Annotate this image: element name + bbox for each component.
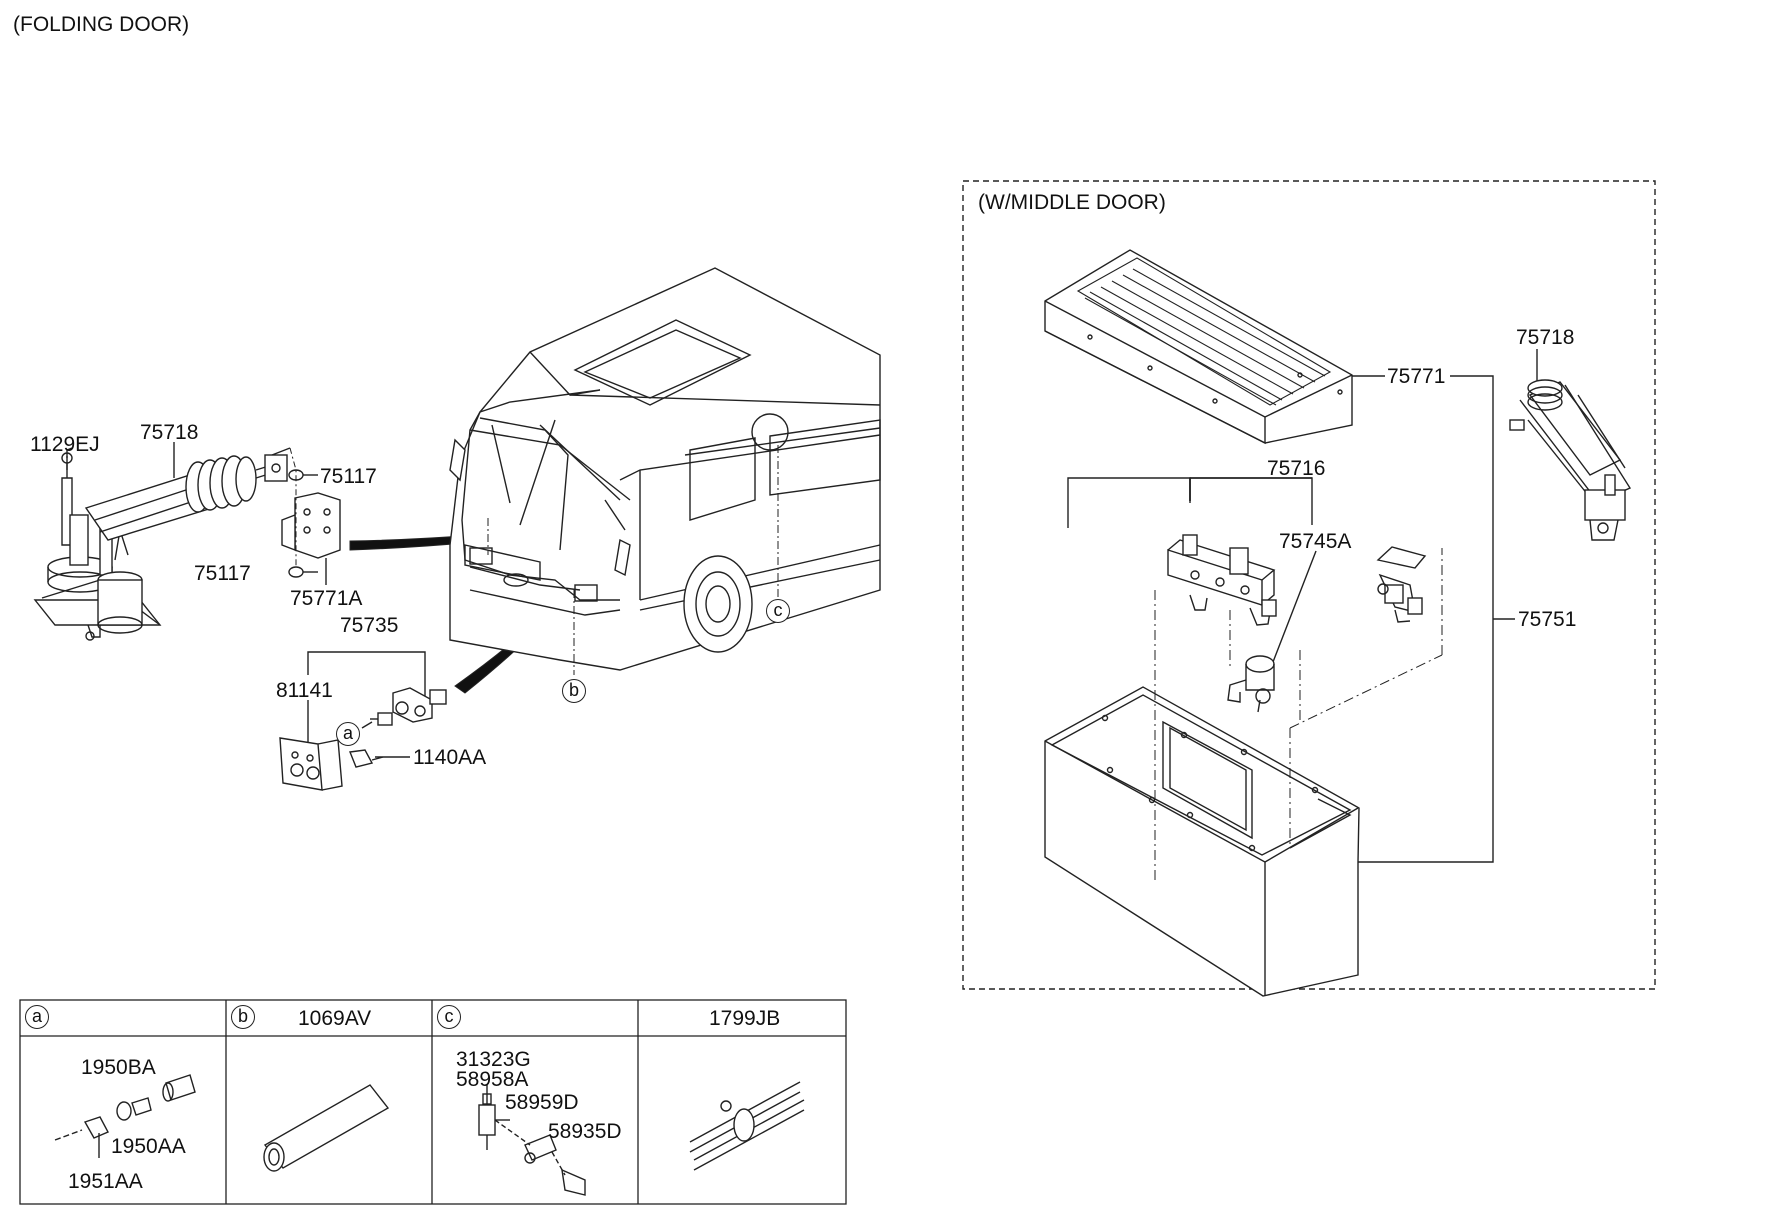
label-75718-left: 75718 [140, 421, 199, 444]
leader-callout-a [361, 721, 373, 729]
callout-a: a [336, 722, 360, 746]
label-75716: 75716 [1267, 457, 1326, 480]
middle-door-frame [962, 180, 1656, 990]
install-lines-middle [1154, 548, 1443, 880]
legend-1799jb-clip-drawing [689, 1081, 805, 1171]
label-1129EJ: 1129EJ [30, 433, 100, 456]
label-75745A: 75745A [1279, 530, 1352, 553]
middle-door-cylinder-drawing [1509, 349, 1632, 541]
valve-body-left [1167, 534, 1277, 626]
valve-small-right [1376, 546, 1427, 623]
folding-door-actuator-drawing [33, 447, 291, 641]
label-75718-middle: 75718 [1516, 326, 1575, 349]
storage-box-drawing [1044, 686, 1360, 997]
legend-callout-b: b [231, 1005, 255, 1029]
leader-75745A [1272, 550, 1317, 663]
label-75751: 75751 [1518, 608, 1577, 631]
valve-part-drawing [1227, 655, 1275, 713]
label-75771: 75771 [1387, 365, 1446, 388]
legend-part-58959D: 58959D [505, 1091, 579, 1114]
bus-drawing [449, 267, 881, 671]
switch-assembly-drawing [279, 687, 447, 791]
legend-part-31323G: 31323G [456, 1048, 531, 1071]
leader-75735 [307, 651, 426, 696]
legend-part-58958A: 58958A [456, 1068, 529, 1091]
label-75735: 75735 [340, 614, 399, 637]
label-1140AA: 1140AA [413, 746, 487, 769]
folding-door-bracket-drawing [281, 469, 341, 585]
label-75117-top: 75117 [320, 465, 377, 488]
legend-table [19, 999, 847, 1205]
callout-b: b [562, 679, 586, 703]
dash-chain-washers [289, 447, 297, 567]
legend-part-1950BA: 1950BA [81, 1056, 156, 1079]
step-cover-drawing [1044, 249, 1353, 445]
legend-part-58935D: 58935D [548, 1120, 622, 1143]
legend-c-fittings-drawing [478, 1085, 586, 1196]
label-75117-bottom: 75117 [194, 562, 251, 585]
legend-callout-a: a [25, 1005, 49, 1029]
legend-title-1799JB: 1799JB [709, 1007, 781, 1030]
middle-door-title: (W/MIDDLE DOOR) [978, 191, 1166, 214]
install-lines-bus [487, 445, 779, 675]
legend-part-1951AA: 1951AA [68, 1170, 143, 1193]
legend-b-tube-drawing [263, 1084, 390, 1172]
page-title: (FOLDING DOOR) [13, 13, 190, 36]
legend-part-1950AA: 1950AA [111, 1135, 186, 1158]
label-75771A: 75771A [290, 587, 363, 610]
legend-title-1069AV: 1069AV [298, 1007, 372, 1030]
callout-c: c [766, 599, 790, 623]
legend-callout-c: c [437, 1005, 461, 1029]
leader-75716 [1189, 477, 1313, 525]
leader-75751-bracket [1358, 375, 1494, 863]
label-81141: 81141 [276, 679, 333, 702]
legend-a-fittings-drawing [54, 1074, 196, 1158]
